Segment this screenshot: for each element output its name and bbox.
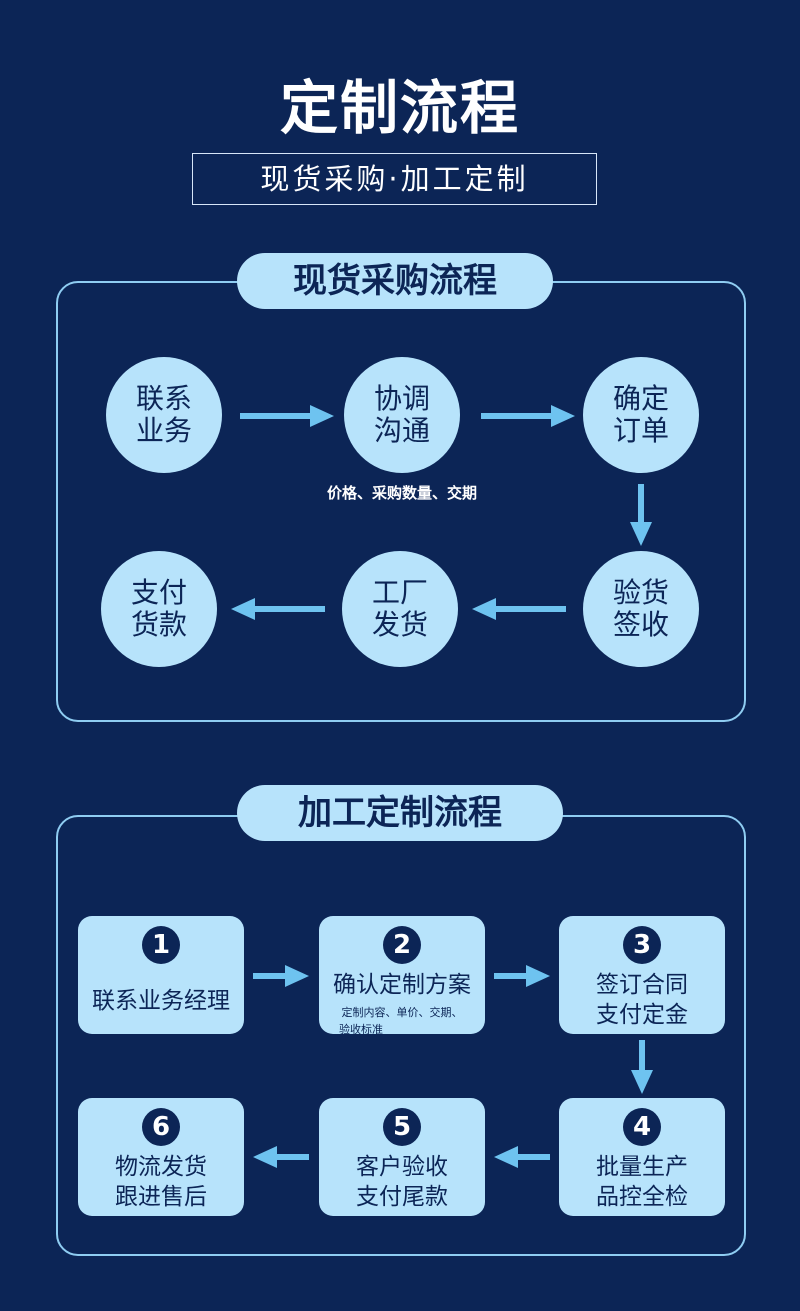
arrow-down-icon [631, 1040, 653, 1094]
spot-step-line: 订单 [612, 414, 669, 447]
custom-step-3: 3 签订合同支付定金 [559, 916, 725, 1034]
spot-step-inspect-receive: 验货签收 [583, 551, 699, 667]
arrow-left-icon [253, 1146, 309, 1168]
spot-step-confirm-order: 确定订单 [583, 357, 699, 473]
custom-step-line: 支付尾款 [356, 1184, 448, 1210]
spot-step-line: 工厂 [371, 576, 428, 609]
custom-step-line: 批量生产 [596, 1154, 688, 1180]
arrow-down-icon [630, 484, 652, 546]
spot-process-heading: 现货采购流程 [237, 253, 553, 309]
arrow-right-icon [494, 965, 550, 987]
custom-step-text: 签订合同支付定金 [559, 970, 725, 1030]
spot-step-line: 协调 [373, 382, 430, 415]
custom-step-text: 批量生产品控全检 [559, 1152, 725, 1212]
custom-step-line: 签订合同 [596, 972, 688, 998]
page-subtitle: 现货采购·加工定制 [192, 153, 597, 205]
custom-step-line: 跟进售后 [115, 1184, 207, 1210]
spot-step-pay: 支付货款 [101, 551, 217, 667]
step-number-badge: 5 [383, 1108, 421, 1146]
spot-negotiate-note: 价格、采购数量、交期 [326, 484, 477, 502]
step-number-badge: 3 [623, 926, 661, 964]
spot-step-line: 签收 [612, 608, 669, 641]
arrow-left-icon [494, 1146, 550, 1168]
custom-step-5: 5 客户验收支付尾款 [319, 1098, 485, 1216]
custom-step-note: 定制内容、单价、交期、验收标准 [319, 1004, 485, 1038]
custom-step-text: 确认定制方案 [333, 972, 471, 998]
spot-step-contact: 联系业务 [106, 357, 222, 473]
custom-step-note-line: 定制内容、单价、交期、 [341, 1006, 463, 1019]
step-number-badge: 2 [383, 926, 421, 964]
arrow-left-icon [231, 598, 325, 620]
custom-step-text: 物流发货跟进售后 [78, 1152, 244, 1212]
custom-step-2: 2 确认定制方案 定制内容、单价、交期、验收标准 [319, 916, 485, 1036]
custom-step-text: 客户验收支付尾款 [319, 1152, 485, 1212]
arrow-right-icon [481, 405, 575, 427]
spot-step-line: 发货 [371, 608, 428, 641]
step-number-badge: 1 [142, 926, 180, 964]
custom-step-1: 1 联系业务经理 [78, 916, 244, 1034]
custom-step-line: 客户验收 [356, 1154, 448, 1180]
spot-step-line: 支付 [130, 576, 187, 609]
spot-step-factory-ship: 工厂发货 [342, 551, 458, 667]
custom-step-line: 物流发货 [115, 1154, 207, 1180]
spot-step-line: 业务 [135, 414, 192, 447]
custom-step-line: 支付定金 [596, 1002, 688, 1028]
custom-step-text: 联系业务经理 [92, 988, 230, 1014]
spot-step-line: 货款 [130, 608, 187, 641]
custom-step-4: 4 批量生产品控全检 [559, 1098, 725, 1216]
arrow-left-icon [472, 598, 566, 620]
spot-step-negotiate: 协调沟通 [344, 357, 460, 473]
step-number-badge: 4 [623, 1108, 661, 1146]
spot-step-line: 确定 [612, 382, 669, 415]
custom-process-heading: 加工定制流程 [237, 785, 563, 841]
spot-step-line: 沟通 [373, 414, 430, 447]
custom-step-6: 6 物流发货跟进售后 [78, 1098, 244, 1216]
custom-step-note-line: 验收标准 [339, 1023, 383, 1036]
spot-step-line: 联系 [135, 382, 192, 415]
step-number-badge: 6 [142, 1108, 180, 1146]
page-title: 定制流程 [279, 74, 520, 142]
arrow-right-icon [240, 405, 334, 427]
spot-step-line: 验货 [612, 576, 669, 609]
custom-step-line: 品控全检 [596, 1184, 688, 1210]
arrow-right-icon [253, 965, 309, 987]
